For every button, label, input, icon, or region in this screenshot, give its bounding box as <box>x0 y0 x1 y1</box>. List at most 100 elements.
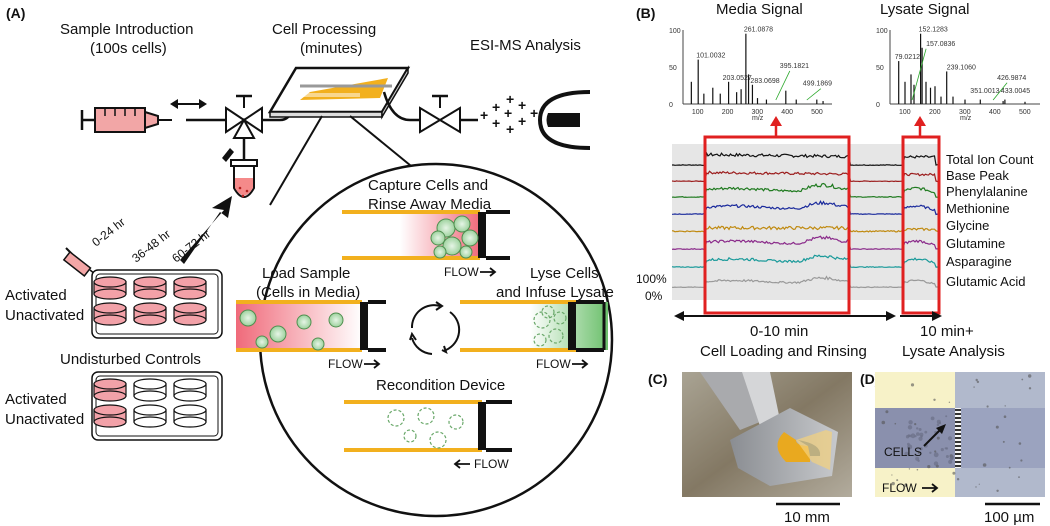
time-desc-loading: Cell Loading and Rinsing <box>700 343 867 360</box>
panel-label-a: (A) <box>6 5 25 21</box>
flow-label-load: FLOW <box>328 357 363 371</box>
recondition-label: Recondition Device <box>376 377 505 394</box>
cycle-arrows-icon <box>409 301 461 355</box>
cell <box>311 337 325 351</box>
time-label-36-48: 36-48 hr <box>129 227 173 266</box>
cell <box>429 431 447 449</box>
flow-label-d: FLOW <box>882 481 917 495</box>
activated-label-2: Activated <box>5 391 67 408</box>
well <box>173 378 207 402</box>
time-range-loading: 0-10 min <box>750 323 808 340</box>
peak-label: 79.0212 <box>895 54 920 61</box>
ion-spray-icon: +++ +++ +++ <box>480 91 538 137</box>
peak-label: 203.0527 <box>723 75 752 82</box>
cell <box>296 314 312 330</box>
flow-label-lyse: FLOW <box>536 357 571 371</box>
cell <box>403 429 417 443</box>
trace-line <box>671 199 940 216</box>
red-arrow-media-icon <box>770 116 782 137</box>
flow-label-capture: FLOW <box>444 265 479 279</box>
load-label-1: Load Sample <box>262 265 350 282</box>
peak-label: 261.0878 <box>744 27 773 34</box>
x-tick-label: 200 <box>722 109 734 116</box>
well <box>173 276 207 300</box>
well <box>133 276 167 300</box>
peak-label: 283.0698 <box>750 78 779 85</box>
cell-processing-sub: (minutes) <box>300 40 363 57</box>
well <box>93 404 127 428</box>
capture-label-1: Capture Cells and <box>368 177 488 194</box>
time-label-0-24: 0-24 hr <box>89 215 128 249</box>
x-tick-label: 100 <box>692 109 704 116</box>
panel-c: (C) 10 mm <box>648 371 852 526</box>
activated-label: Activated <box>5 287 67 304</box>
peak-label: 426.9874 <box>997 75 1026 82</box>
svg-text:+: + <box>506 121 514 137</box>
two-way-valve-icon <box>419 94 461 134</box>
x-tick-label: 500 <box>1019 109 1031 116</box>
well <box>93 276 127 300</box>
cell <box>442 236 462 256</box>
trace-line <box>671 225 940 233</box>
cell <box>328 312 344 328</box>
trace-label: Total Ion Count <box>946 152 1034 167</box>
cell <box>387 409 405 427</box>
cell <box>548 328 564 344</box>
trace-label: Glycine <box>946 218 989 233</box>
panel-b: (B) Media Signal Lysate Signal 101.00322… <box>636 1 1040 360</box>
trace-background <box>672 144 940 300</box>
trace-line <box>671 254 940 269</box>
cell <box>417 407 435 425</box>
x-tick-label: 400 <box>989 109 1001 116</box>
microfluidic-chip-icon <box>267 65 411 120</box>
cell <box>430 230 446 246</box>
ms-inlet-icon <box>537 90 591 150</box>
well <box>133 378 167 402</box>
cell <box>269 325 287 343</box>
media-mz-label: m/z <box>752 115 764 122</box>
device-photo <box>682 372 852 497</box>
svg-text:+: + <box>518 113 526 129</box>
y-tick-label: 0 <box>669 102 673 109</box>
wells-experimental <box>93 276 207 326</box>
time-desc-lysate: Lysate Analysis <box>902 343 1005 360</box>
trace-label: Glutamine <box>946 236 1005 251</box>
cell <box>448 414 464 430</box>
wells-controls <box>93 378 207 428</box>
trace-label: Methionine <box>946 201 1010 216</box>
peak-label: 239.1060 <box>947 64 976 71</box>
cell <box>541 305 555 319</box>
peak-label: 101.0032 <box>696 53 725 60</box>
well <box>173 404 207 428</box>
svg-text:+: + <box>504 105 512 121</box>
time-arrow-lysate <box>900 311 942 321</box>
flow-label-recondition: FLOW <box>474 457 509 471</box>
svg-text:+: + <box>518 97 526 113</box>
peak-label: 157.0836 <box>926 41 955 48</box>
cell <box>453 215 471 233</box>
undisturbed-controls-label: Undisturbed Controls <box>60 351 201 368</box>
peak-label: 152.1283 <box>919 27 948 34</box>
x-tick-label: 100 <box>899 109 911 116</box>
red-arrow-lysate-icon <box>914 116 926 137</box>
y-tick-label: 0 <box>876 102 880 109</box>
lysate-spectrum: 79.0212152.1283157.0836239.1060351.00134… <box>876 27 1040 116</box>
peak-label: 395.1821 <box>780 63 809 70</box>
media-signal-title: Media Signal <box>716 1 803 18</box>
esi-ms-label: ESI-MS Analysis <box>470 37 581 54</box>
unactivated-label-2: Unactivated <box>5 411 84 428</box>
trace-line <box>671 170 940 183</box>
x-tick-label: 500 <box>811 109 823 116</box>
cell <box>533 333 547 347</box>
well <box>133 404 167 428</box>
y-tick-label: 100 <box>669 28 681 35</box>
ion-traces <box>671 151 940 289</box>
cell <box>533 311 551 329</box>
x-tick-label: 300 <box>752 109 764 116</box>
sample-intro-label: Sample Introduction <box>60 21 193 38</box>
y-tick-label: 50 <box>669 65 677 72</box>
unactivated-label: Unactivated <box>5 307 84 324</box>
lyse-label-2: and Infuse Lysate <box>496 284 614 301</box>
